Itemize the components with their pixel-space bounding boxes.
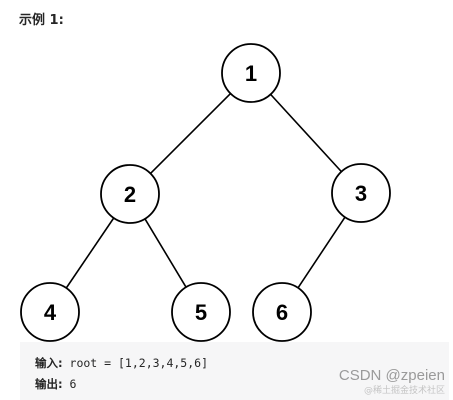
tree-node-label: 5	[195, 300, 207, 325]
tree-node-6: 6	[252, 282, 312, 342]
tree-edge-n2-n5	[144, 218, 187, 288]
tree-node-label: 6	[276, 300, 288, 325]
tree-edge-n3-n6	[297, 216, 346, 289]
watermark-sub: @稀土掘金技术社区	[363, 386, 445, 396]
input-line: 输入: root = [1,2,3,4,5,6]	[35, 353, 449, 374]
tree-node-circle	[100, 164, 160, 224]
tree-node-circle	[221, 43, 281, 103]
tree-nodes: 1 2 3 4 5 6	[20, 43, 391, 342]
tree-node-3: 3	[331, 163, 391, 223]
tree-edges	[65, 92, 346, 289]
example-code-block: 输入: root = [1,2,3,4,5,6] 输出: 6	[20, 342, 449, 400]
tree-node-2: 2	[100, 164, 160, 224]
tree-node-label: 2	[124, 182, 136, 207]
tree-edge-n1-n3	[270, 93, 342, 173]
output-value: 6	[62, 377, 77, 391]
tree-node-1: 1	[221, 43, 281, 103]
tree-edge-n2-n4	[65, 217, 115, 289]
output-line: 输出: 6	[35, 374, 449, 395]
tree-node-label: 1	[245, 61, 257, 86]
tree-node-circle	[20, 282, 80, 342]
output-label: 输出:	[35, 377, 63, 391]
tree-node-4: 4	[20, 282, 80, 342]
input-value: root = [1,2,3,4,5,6]	[62, 356, 209, 370]
input-label: 输入:	[35, 356, 63, 370]
tree-edge-n1-n2	[149, 92, 232, 175]
tree-node-label: 4	[44, 300, 57, 325]
tree-node-circle	[171, 282, 231, 342]
example-heading: 示例 1:	[19, 13, 64, 28]
tree-node-5: 5	[171, 282, 231, 342]
tree-node-label: 3	[355, 181, 367, 206]
binary-tree-diagram: 1 2 3 4 5 6	[20, 43, 391, 342]
tree-node-circle	[252, 282, 312, 342]
watermark: CSDN @zpeien	[338, 367, 445, 384]
tree-node-circle	[331, 163, 391, 223]
